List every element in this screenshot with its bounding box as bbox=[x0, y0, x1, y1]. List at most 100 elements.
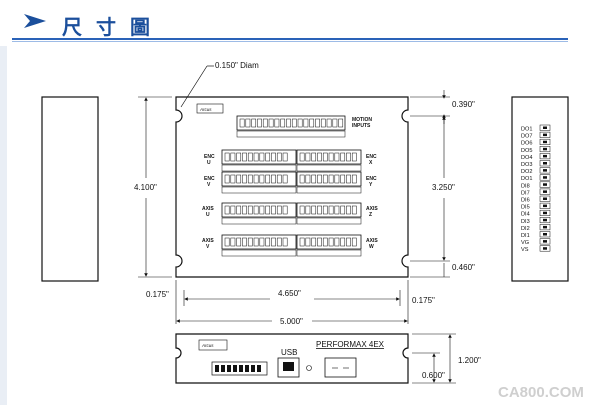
connector-pin bbox=[334, 237, 340, 247]
enc-v-letter: V bbox=[207, 182, 211, 188]
motion-pin bbox=[280, 118, 286, 128]
side-pin-label: DI5 bbox=[521, 205, 530, 211]
svg-text:0.175": 0.175" bbox=[412, 296, 435, 305]
svg-text:0.600": 0.600" bbox=[422, 371, 445, 380]
connector-pin bbox=[236, 205, 242, 215]
connector-pin bbox=[224, 174, 230, 184]
side-pin-contact bbox=[543, 176, 547, 179]
connector-label-strip bbox=[296, 249, 362, 257]
motion-pin bbox=[257, 118, 262, 128]
connector-pin bbox=[224, 205, 230, 215]
connector-pin bbox=[253, 205, 259, 215]
motion-pin bbox=[315, 118, 320, 128]
svg-text:0.175": 0.175" bbox=[146, 290, 169, 299]
right-vertical-dimensions: 0.390" 3.250" 0.460" bbox=[410, 90, 475, 278]
side-pin-contact bbox=[543, 225, 547, 229]
connector-pin bbox=[265, 205, 271, 215]
connector-pin bbox=[317, 152, 322, 162]
connector-pin bbox=[230, 237, 236, 247]
connector-pin bbox=[346, 152, 351, 162]
connector-label-strip bbox=[221, 186, 297, 194]
connector-pin bbox=[282, 237, 288, 247]
connector-pin bbox=[259, 205, 265, 215]
connector-pin bbox=[276, 205, 282, 215]
front-terminal-pin bbox=[245, 365, 249, 372]
connector-pin bbox=[305, 152, 311, 162]
connector-pin bbox=[334, 205, 340, 215]
side-pin-contact bbox=[543, 162, 547, 165]
connector-pin bbox=[230, 174, 236, 184]
connector-pin bbox=[242, 174, 247, 184]
connector-pin bbox=[282, 205, 288, 215]
connector-label-strip bbox=[296, 186, 362, 194]
connector-label-strip bbox=[221, 217, 297, 225]
motion-pin bbox=[309, 118, 315, 128]
page-margin-band bbox=[0, 46, 7, 405]
side-pin-contact bbox=[543, 133, 547, 137]
connector-pin bbox=[253, 237, 259, 247]
connector-pin bbox=[276, 152, 282, 162]
connector-pin bbox=[236, 152, 242, 162]
connector-pin bbox=[282, 174, 288, 184]
enc-x-letter: X bbox=[369, 160, 373, 166]
connector-pin bbox=[276, 237, 282, 247]
header-divider-light bbox=[12, 41, 568, 42]
connector-pin bbox=[271, 152, 276, 162]
connector-pin bbox=[259, 152, 265, 162]
motion-pin bbox=[274, 118, 280, 128]
svg-text:1.200": 1.200" bbox=[458, 356, 481, 365]
horizontal-dimensions: 4.650" 0.175" 0.175" 5.000" bbox=[146, 280, 435, 326]
connector-pin bbox=[247, 152, 253, 162]
connector-pin bbox=[322, 174, 328, 184]
front-terminal-pin bbox=[215, 365, 219, 372]
side-pin-label: VG bbox=[521, 240, 529, 246]
side-pin-label: DO4 bbox=[521, 155, 533, 161]
side-pin-contact bbox=[543, 126, 547, 129]
connector-pin bbox=[328, 237, 334, 247]
connector-pin bbox=[224, 237, 230, 247]
enc-x-label: ENC bbox=[366, 154, 377, 160]
connector-pin bbox=[346, 205, 351, 215]
connector-pin bbox=[247, 237, 253, 247]
svg-text:Arcus: Arcus bbox=[201, 343, 214, 348]
motion-pin bbox=[338, 118, 344, 128]
product-name: PERFORMAX 4EX bbox=[316, 340, 385, 349]
connector-pin bbox=[334, 174, 340, 184]
connector-pin bbox=[317, 174, 322, 184]
enc-v-label: ENC bbox=[204, 176, 215, 182]
connector-rows bbox=[221, 149, 362, 257]
side-pin-label: DI1 bbox=[521, 233, 530, 239]
axis-z-letter: Z bbox=[369, 212, 372, 218]
connector-pin bbox=[351, 152, 357, 162]
side-pin-contact bbox=[543, 183, 547, 186]
connector-pin bbox=[271, 237, 276, 247]
front-terminal-pin bbox=[221, 365, 225, 372]
connector-pin bbox=[322, 152, 328, 162]
front-view-dimensions: 1.200" 0.600" bbox=[412, 333, 481, 384]
connector-pin bbox=[236, 237, 242, 247]
connector-pin bbox=[322, 237, 328, 247]
enc-u-letter: U bbox=[207, 160, 211, 166]
side-pin-contact bbox=[543, 147, 547, 151]
side-pin-contact bbox=[543, 233, 547, 236]
connector-pin bbox=[299, 205, 305, 215]
connector-label-strip bbox=[221, 249, 297, 257]
connector-pin bbox=[346, 237, 351, 247]
side-pin-label: DI8 bbox=[521, 183, 530, 189]
connector-pin bbox=[242, 205, 247, 215]
connector-pin bbox=[224, 152, 230, 162]
svg-text:0.150" Diam: 0.150" Diam bbox=[215, 61, 259, 70]
side-pin-contact bbox=[543, 247, 547, 250]
connector-pin bbox=[328, 152, 334, 162]
side-pin-label: DO2 bbox=[521, 169, 533, 175]
connector-pin bbox=[351, 174, 357, 184]
connector-pin bbox=[230, 205, 236, 215]
front-terminal-pin bbox=[257, 365, 261, 372]
connector-pin bbox=[253, 174, 259, 184]
connector-pin bbox=[305, 205, 311, 215]
connector-pin bbox=[299, 174, 305, 184]
section-header: 尺寸圖 bbox=[0, 0, 600, 46]
motion-pin bbox=[326, 118, 332, 128]
front-terminal-pin bbox=[251, 365, 255, 372]
